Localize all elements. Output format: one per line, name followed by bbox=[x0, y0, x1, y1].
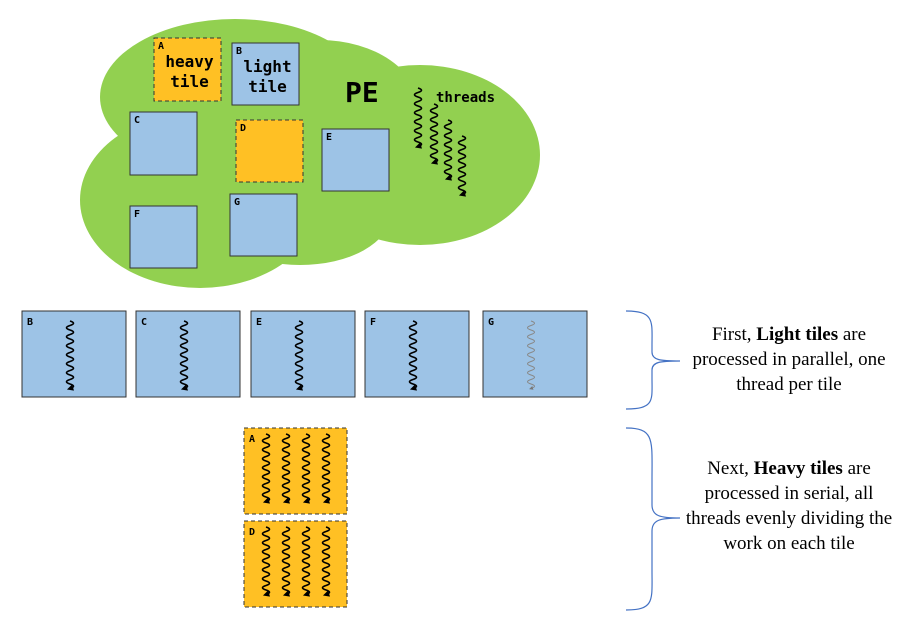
light-brace bbox=[625, 310, 681, 410]
light-tile-box bbox=[231, 42, 300, 106]
light-tile-box bbox=[129, 111, 198, 176]
light-note-rest: are processed in parallel, one thread pe… bbox=[692, 324, 886, 395]
tile-id-label: C bbox=[134, 115, 140, 126]
heavy-tile-box bbox=[153, 37, 222, 102]
thread-arrow-icon bbox=[457, 135, 467, 197]
light-tile-box bbox=[21, 310, 127, 398]
tile-text-line: light bbox=[243, 57, 291, 76]
tile-id-label: G bbox=[488, 317, 494, 328]
light-row-tile-c: C bbox=[135, 310, 241, 398]
thread-arrow-icon bbox=[443, 119, 453, 181]
tile-id-label: A bbox=[249, 434, 255, 445]
cloud-tile-d: D bbox=[235, 119, 304, 183]
light-tile-box bbox=[229, 193, 298, 257]
thread-arrow-icon bbox=[429, 103, 439, 165]
tile-id-label: B bbox=[27, 317, 33, 328]
heavy-col-tile-d: D bbox=[243, 520, 348, 608]
cloud-threads-group bbox=[413, 87, 467, 197]
light-tile-box bbox=[135, 310, 241, 398]
light-row-tile-f: F bbox=[364, 310, 470, 398]
thread-arrow-icon bbox=[321, 433, 331, 504]
tile-id-label: B bbox=[236, 46, 242, 57]
light-tile-box bbox=[482, 310, 588, 398]
tile-id-label: A bbox=[158, 41, 164, 52]
cloud-tile-f: F bbox=[129, 205, 198, 269]
light-row-tile-b: B bbox=[21, 310, 127, 398]
heavy-tiles-column: AD bbox=[243, 427, 348, 608]
tile-id-label: C bbox=[141, 317, 147, 328]
cloud-tile-g: G bbox=[229, 193, 298, 257]
tile-id-label: F bbox=[370, 317, 376, 328]
light-note-bold: Light tiles bbox=[756, 324, 839, 345]
heavy-tile-box bbox=[243, 520, 348, 608]
heavy-col-tile-a: A bbox=[243, 427, 348, 515]
heavy-brace bbox=[625, 427, 681, 611]
tile-id-label: E bbox=[326, 132, 332, 143]
tile-text-line: tile bbox=[248, 77, 287, 96]
heavy-tiles-note: Next, Heavy tiles are processed in seria… bbox=[684, 456, 894, 556]
thread-arrow-icon bbox=[281, 526, 291, 597]
light-note-prefix: First, bbox=[711, 324, 757, 345]
light-row-tile-e: E bbox=[250, 310, 356, 398]
thread-arrow-icon bbox=[408, 320, 418, 391]
faded-thread-arrow-icon bbox=[527, 320, 535, 390]
light-tile-box bbox=[129, 205, 198, 269]
thread-arrow-icon bbox=[261, 526, 271, 597]
light-tile-box bbox=[321, 128, 390, 192]
tile-text-line: heavy bbox=[165, 52, 214, 71]
heavy-note-rest: are processed in serial, all threads eve… bbox=[685, 458, 893, 554]
thread-arrow-icon bbox=[301, 433, 311, 504]
tile-id-label: D bbox=[240, 123, 246, 134]
tile-id-label: G bbox=[234, 197, 240, 208]
thread-arrow-icon bbox=[321, 526, 331, 597]
tile-text-line: tile bbox=[170, 72, 209, 91]
threads-label: threads bbox=[436, 90, 495, 106]
thread-arrow-icon bbox=[65, 320, 75, 391]
tile-id-label: F bbox=[134, 209, 140, 220]
heavy-note-prefix: Next, bbox=[707, 458, 754, 479]
pe-label: PE bbox=[345, 76, 379, 109]
cloud-tile-c: C bbox=[129, 111, 198, 176]
heavy-tile-box bbox=[243, 427, 348, 515]
thread-arrow-icon bbox=[179, 320, 189, 391]
light-tiles-note: First, Light tiles are processed in para… bbox=[684, 322, 894, 397]
heavy-tile-box bbox=[235, 119, 304, 183]
thread-arrow-icon bbox=[413, 87, 423, 149]
light-tile-box bbox=[250, 310, 356, 398]
cloud-tile-e: E bbox=[321, 128, 390, 192]
thread-arrow-icon bbox=[294, 320, 304, 391]
tile-id-label: D bbox=[249, 527, 255, 538]
thread-arrow-icon bbox=[261, 433, 271, 504]
thread-arrow-icon bbox=[281, 433, 291, 504]
thread-arrow-icon bbox=[301, 526, 311, 597]
heavy-note-bold: Heavy tiles bbox=[753, 458, 843, 479]
tile-id-label: E bbox=[256, 317, 262, 328]
light-tile-box bbox=[364, 310, 470, 398]
light-row-tile-g: G bbox=[482, 310, 588, 398]
